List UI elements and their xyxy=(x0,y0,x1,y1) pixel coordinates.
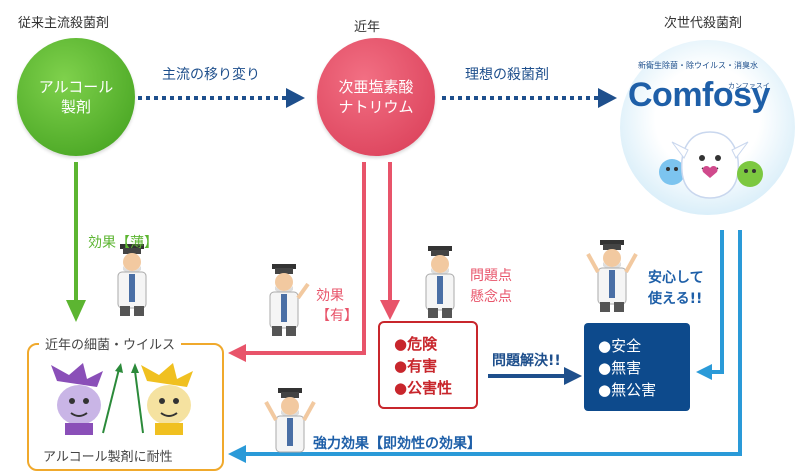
bacteria-box-footer: アルコール製剤に耐性 xyxy=(43,450,173,465)
virus-characters-icon xyxy=(51,363,193,435)
header-recent: 近年 xyxy=(354,20,381,35)
professor-cheering-bottom-icon xyxy=(264,388,316,453)
pink-down-head xyxy=(380,300,400,320)
bacteria-box-title: 近年の細菌・ウイルス xyxy=(39,334,182,353)
safe-use-label: 安心して 使える!! xyxy=(648,268,704,310)
safe-box: ●安全 ●無害 ●無公害 xyxy=(584,323,690,411)
shift-arrow-head xyxy=(286,88,305,108)
ideal-arrow-head xyxy=(598,88,617,108)
comfosy-logo: Comfosy xyxy=(628,76,770,114)
header-conventional: 従来主流殺菌剤 xyxy=(18,16,110,31)
problems-label: 問題点 懸念点 xyxy=(470,266,512,308)
blue-arrow-safe-line xyxy=(712,230,724,374)
alcohol-circle: アルコール 製剤 xyxy=(17,38,135,156)
hypochlorite-circle: 次亜塩素酸 ナトリウム xyxy=(317,38,435,156)
blue-arrow-bacteria-head xyxy=(228,445,246,463)
alcohol-label-line2: 製剤 xyxy=(60,98,91,116)
danger-item-2: ●有害 xyxy=(394,357,438,375)
safe-use-line1: 安心して xyxy=(648,270,704,286)
ideal-label: 理想の殺菌剤 xyxy=(465,67,549,83)
blue-arrow-bacteria-line xyxy=(244,230,742,456)
shift-label: 主流の移り変り xyxy=(162,67,260,83)
effect-has-label: 効果 【有】 xyxy=(316,286,358,326)
alcohol-label-line1: アルコール xyxy=(38,78,114,96)
professor-thinking-icon xyxy=(425,246,455,318)
hypochlorite-label-line2: ナトリウム xyxy=(338,98,414,116)
strong-effect-label: 強力効果【即効性の効果】 xyxy=(313,436,481,452)
effect-has-line1: 効果 xyxy=(316,288,344,304)
professor-icon xyxy=(117,244,147,316)
problems-line2: 懸念点 xyxy=(470,289,512,305)
comfosy-tagline: 新衛生除菌・除ウイルス・消臭水 xyxy=(638,61,758,70)
safe-item-2: ●無害 xyxy=(598,359,642,377)
comfosy-kana: カンファスイ xyxy=(728,82,770,90)
pink-arrow-line xyxy=(244,162,366,355)
effect-has-line2: 【有】 xyxy=(316,308,358,324)
comfosy-mascot-icon xyxy=(659,131,763,199)
danger-item-1: ●危険 xyxy=(394,335,438,353)
green-arrow-head xyxy=(66,300,86,322)
danger-box: ●危険 ●有害 ●公害性 xyxy=(378,321,478,409)
safe-item-3: ●無公害 xyxy=(598,381,657,399)
bacteria-box: 近年の細菌・ウイルス アルコール製剤に耐性 xyxy=(27,334,224,471)
blue-arrow-safe-head xyxy=(696,364,712,380)
comfosy-bubble: 新衛生除菌・除ウイルス・消臭水 カンファスイ Comfosy xyxy=(620,40,795,215)
danger-item-3: ●公害性 xyxy=(394,379,453,397)
problems-line1: 問題点 xyxy=(470,268,512,284)
hypochlorite-label-line1: 次亜塩素酸 xyxy=(338,78,414,96)
effect-weak-label: 効果【薄】 xyxy=(88,235,158,251)
header-next-gen: 次世代殺菌剤 xyxy=(664,16,743,31)
safe-item-1: ●安全 xyxy=(598,337,642,355)
safe-use-line2: 使える!! xyxy=(648,291,703,307)
professor-pointing-icon xyxy=(269,264,310,336)
solved-label: 問題解決!! xyxy=(492,353,561,369)
solve-arrow-head xyxy=(564,367,582,385)
pink-arrow-head xyxy=(228,344,246,362)
professor-cheering-icon xyxy=(586,240,638,312)
